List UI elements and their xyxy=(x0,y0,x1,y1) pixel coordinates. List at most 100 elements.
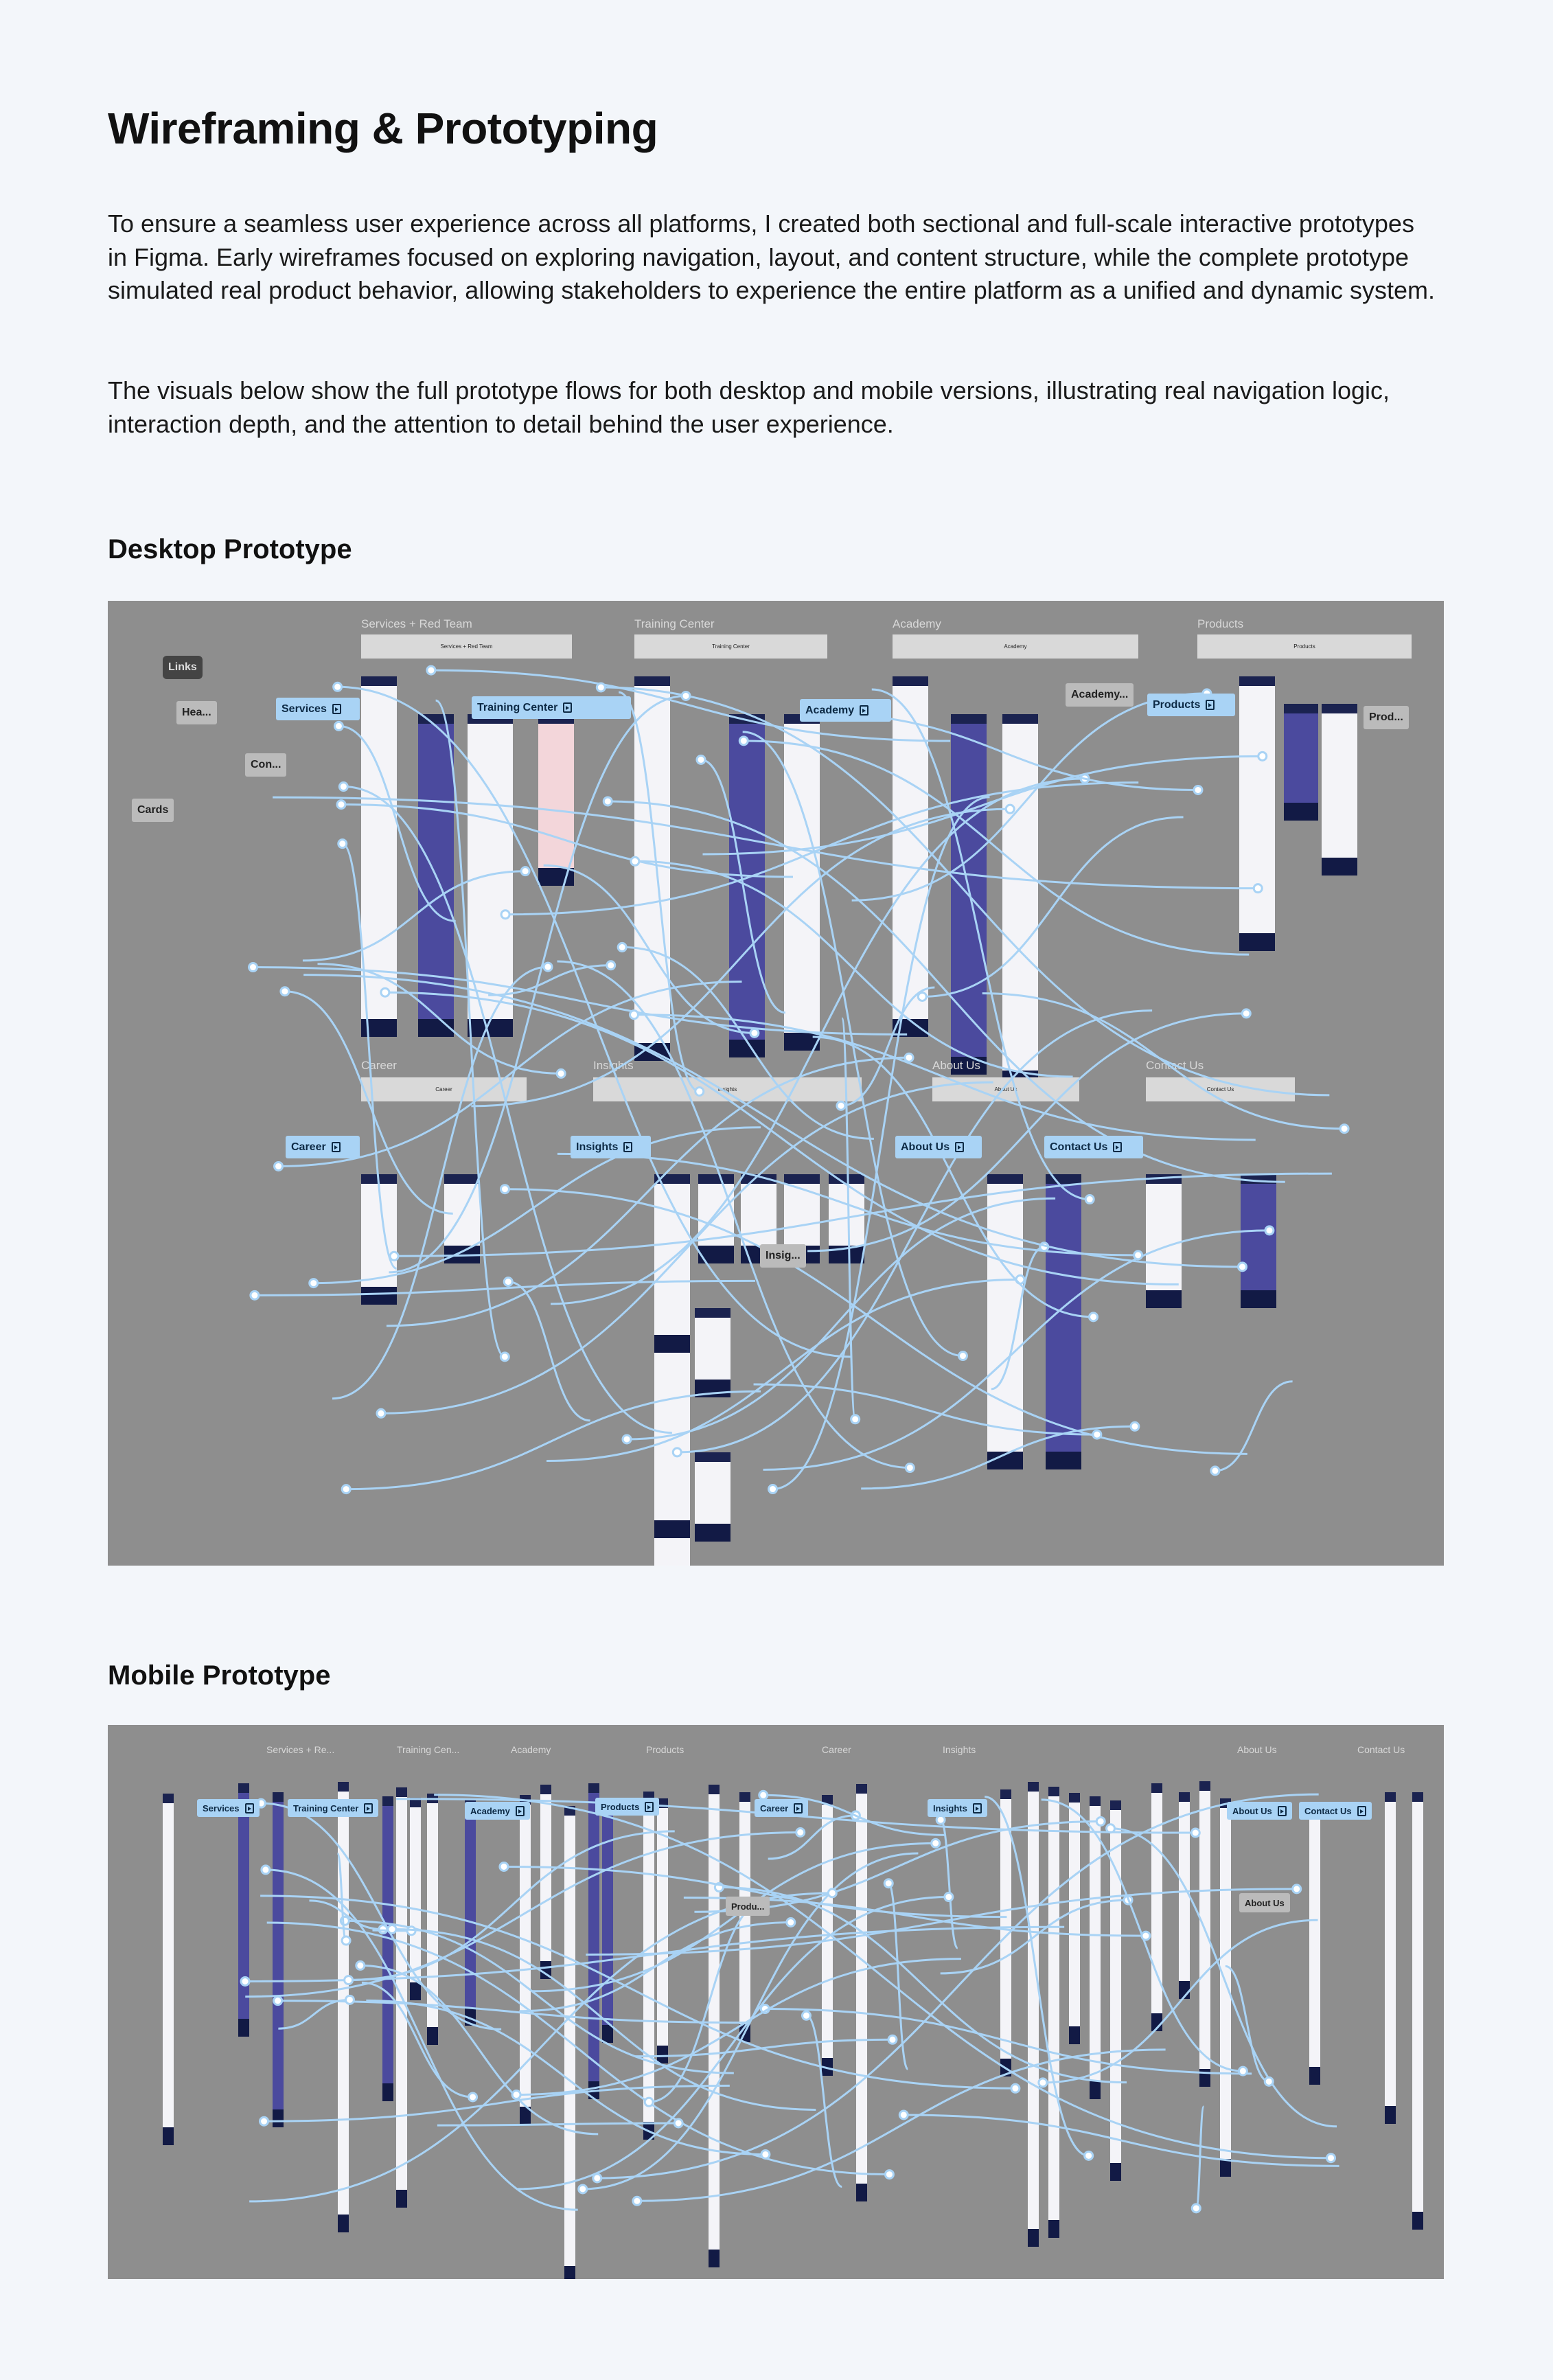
flow-label: Products xyxy=(1153,698,1201,711)
flow-about-us[interactable]: About Us xyxy=(1227,1802,1292,1820)
play-icon xyxy=(1206,700,1215,710)
flow-products[interactable]: Products xyxy=(595,1798,660,1816)
section-label: Products xyxy=(1197,617,1244,630)
flow-label: Contact Us xyxy=(1304,1805,1352,1816)
connector-line xyxy=(437,2122,679,2127)
connector-node xyxy=(468,2092,479,2103)
connector-node xyxy=(1083,2150,1094,2161)
connector-node xyxy=(341,1484,352,1495)
connector-line xyxy=(260,1895,1015,2090)
flow-products[interactable]: Products xyxy=(1147,694,1235,716)
connector-node xyxy=(555,1068,566,1079)
section-label: About Us xyxy=(932,1059,980,1072)
flow-career[interactable]: Career xyxy=(755,1799,809,1817)
prototype-screen xyxy=(1090,1796,1101,2099)
flow-label: Contact Us xyxy=(1050,1141,1108,1153)
connector-node xyxy=(1129,1421,1140,1432)
flow-insights[interactable]: Insights xyxy=(571,1136,651,1158)
connector-node xyxy=(1339,1123,1350,1134)
insights-misc-label: Insig... xyxy=(760,1244,806,1268)
connector-line xyxy=(939,1818,959,1949)
prototype-screen xyxy=(1146,1174,1182,1308)
products-misc-label: Prod... xyxy=(1364,706,1409,729)
flow-services[interactable]: Services xyxy=(197,1799,260,1817)
page-title: Wireframing & Prototyping xyxy=(108,104,658,153)
prototype-screen xyxy=(1069,1792,1080,2045)
flow-academy[interactable]: Academy xyxy=(800,699,891,722)
play-icon xyxy=(860,705,869,716)
about-us-misc-label: About Us xyxy=(1239,1893,1290,1912)
products-misc-label: Produ... xyxy=(726,1897,770,1916)
cards-label: Cards xyxy=(132,799,174,822)
section-bar: Career xyxy=(361,1077,527,1101)
connector-node xyxy=(248,962,259,973)
play-icon xyxy=(1113,1142,1123,1152)
prototype-screen xyxy=(729,714,765,1057)
connector-node xyxy=(499,1184,510,1195)
play-icon xyxy=(794,1803,803,1813)
flow-about-us[interactable]: About Us xyxy=(895,1136,982,1158)
flow-contact-us[interactable]: Contact Us xyxy=(1044,1136,1143,1158)
section-label: Training Center xyxy=(634,617,715,630)
connector-node xyxy=(1237,2066,1248,2076)
flow-training-center[interactable]: Training Center xyxy=(472,696,631,719)
flow-label: About Us xyxy=(1232,1805,1272,1816)
prototype-screen xyxy=(538,714,574,886)
connector-node xyxy=(1210,1465,1221,1476)
prototype-screen xyxy=(695,1452,731,1542)
connector-node xyxy=(1079,773,1090,784)
flow-career[interactable]: Career xyxy=(286,1136,360,1158)
connector-node xyxy=(503,1277,514,1288)
prototype-screen xyxy=(1199,1781,1210,2087)
prototype-screen xyxy=(418,714,454,1037)
flow-insights[interactable]: Insights xyxy=(928,1799,987,1817)
connector-node xyxy=(1190,2203,1201,2214)
flow-contact-us[interactable]: Contact Us xyxy=(1299,1802,1372,1820)
flow-training-center[interactable]: Training Center xyxy=(288,1799,379,1817)
prototype-screen xyxy=(784,714,820,1051)
flow-label: Insights xyxy=(933,1803,967,1813)
section-label: Academy xyxy=(511,1744,551,1755)
prototype-screen xyxy=(1220,1798,1231,2177)
connector-node xyxy=(249,1290,260,1301)
prototype-screen xyxy=(1322,704,1357,876)
flow-services[interactable]: Services xyxy=(276,698,360,720)
prototype-screen xyxy=(856,1784,867,2201)
connector-node xyxy=(355,1960,366,1971)
flow-label: Training Center xyxy=(293,1803,359,1813)
prototype-screen xyxy=(634,676,670,1061)
play-icon xyxy=(1357,1805,1366,1816)
connector-line xyxy=(505,781,1139,916)
connector-node xyxy=(904,1052,914,1063)
connector-line xyxy=(768,1814,856,1860)
connector-line xyxy=(719,1886,1127,2084)
connector-node xyxy=(595,682,606,693)
play-icon xyxy=(1277,1805,1287,1816)
connector-node xyxy=(850,1414,861,1425)
connector-line xyxy=(586,1888,1297,1956)
connector-node xyxy=(884,2169,895,2180)
section-bar: Products xyxy=(1197,634,1412,659)
connector-line xyxy=(597,1793,1319,2179)
connector-node xyxy=(499,1351,510,1362)
flow-label: Academy xyxy=(470,1805,510,1816)
prototype-screen xyxy=(1241,1174,1276,1308)
connector-node xyxy=(957,1351,968,1362)
flow-academy[interactable]: Academy xyxy=(465,1802,530,1820)
mobile-heading: Mobile Prototype xyxy=(108,1660,331,1691)
connector-node xyxy=(332,681,343,692)
prototype-screen xyxy=(163,1793,174,2145)
prototype-screen xyxy=(1046,1174,1081,1469)
connector-node xyxy=(520,866,531,877)
prototype-screen xyxy=(654,1174,690,1353)
connector-node xyxy=(695,754,706,765)
prototype-screen xyxy=(1385,1792,1396,2124)
connector-node xyxy=(333,720,344,731)
connector-node xyxy=(376,1408,387,1419)
connector-node xyxy=(632,2195,643,2206)
prototype-screen xyxy=(588,1783,599,2099)
connector-line xyxy=(803,711,1198,791)
connector-node xyxy=(758,1789,769,1800)
connector-node xyxy=(1190,1827,1201,1838)
play-icon xyxy=(364,1803,373,1813)
